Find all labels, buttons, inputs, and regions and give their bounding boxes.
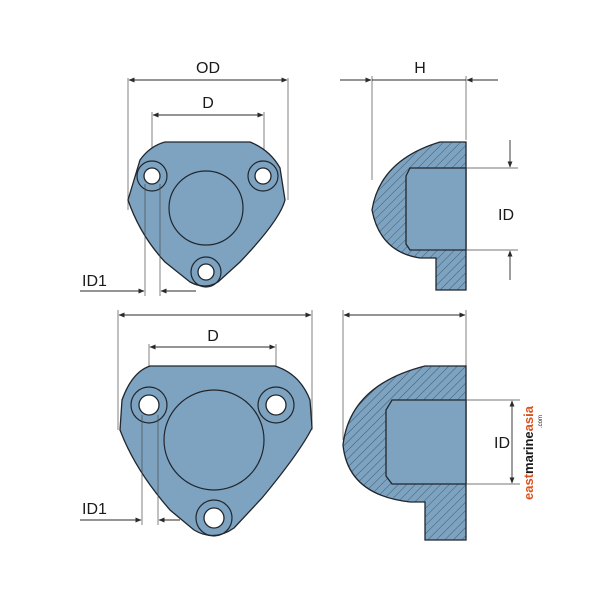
center-boss: [168, 170, 244, 246]
bolt-boss-bottom: [190, 256, 222, 288]
bolt-boss-right-large: [257, 386, 295, 424]
bottom-side-view: ID: [342, 310, 520, 541]
watermark-marine: marine: [521, 431, 536, 474]
od-label: OD: [196, 60, 220, 77]
bolt-boss-right: [247, 160, 279, 192]
bolt-boss-left: [136, 160, 168, 192]
bolt-hole-right-large: [265, 394, 287, 416]
top-side-view: H ID: [340, 60, 518, 291]
id1b-label: ID1: [82, 501, 107, 518]
top-front-view: OD D ID1: [80, 60, 289, 296]
bolt-boss-left-large: [130, 386, 168, 424]
watermark-east: east: [521, 473, 536, 500]
id1-label: ID1: [82, 273, 107, 290]
bolt-hole-bottom-large: [203, 507, 225, 529]
id-label: ID: [498, 207, 514, 224]
brand-watermark: eastmarineasia .com: [521, 405, 544, 500]
d2-label: D: [207, 328, 219, 345]
bolt-hole-bottom: [197, 263, 215, 281]
bolt-boss-bottom-large: [195, 499, 233, 537]
d-label: D: [202, 95, 214, 112]
watermark-asia: asia: [521, 405, 536, 431]
bolt-hole-left: [143, 167, 161, 185]
center-boss-large: [163, 389, 265, 491]
bore-bottom: [385, 399, 467, 485]
flange-body-large: [119, 365, 313, 537]
bore-top: [405, 167, 467, 251]
id2-label: ID: [494, 435, 510, 452]
bolt-hole-right: [254, 167, 272, 185]
watermark-suffix: .com: [538, 415, 544, 428]
bolt-hole-left-large: [138, 394, 160, 416]
bottom-front-view: D ID1: [80, 310, 313, 537]
h-label: H: [414, 60, 426, 77]
svg-text:eastmarineasia: eastmarineasia: [521, 405, 536, 500]
